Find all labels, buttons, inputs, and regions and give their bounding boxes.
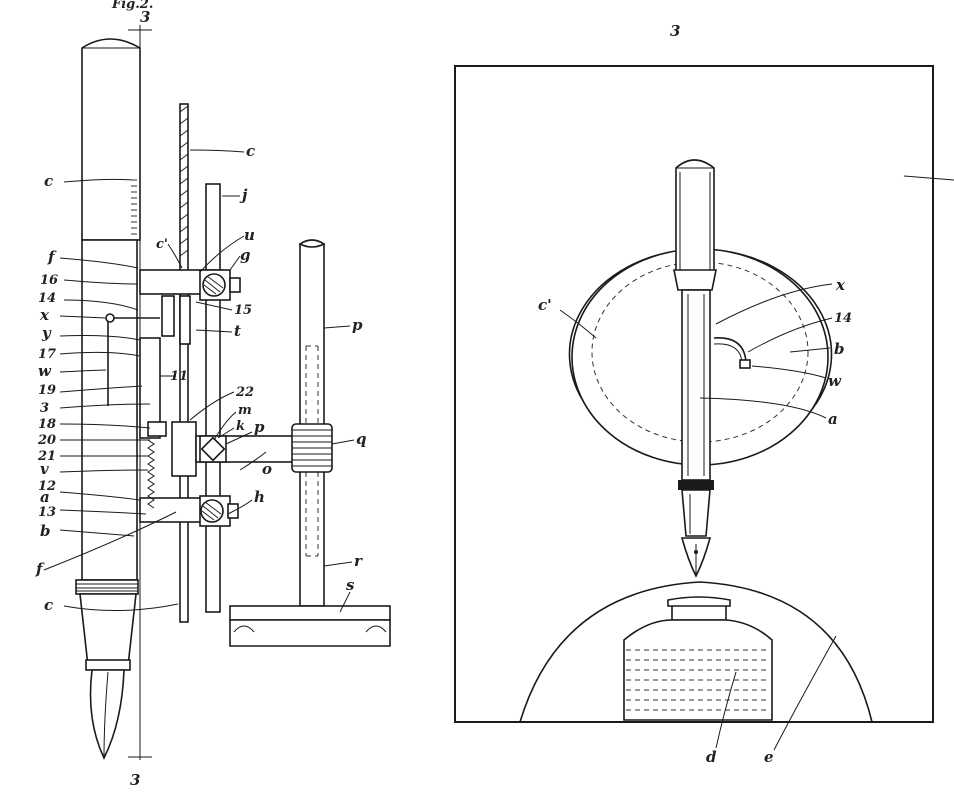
label-15: 15	[234, 303, 252, 318]
label-u: u	[244, 226, 255, 244]
right-leader-lines	[559, 283, 837, 751]
left-figure: Fig.2. 3 3	[35, 0, 391, 789]
label-18: 18	[38, 417, 56, 432]
top-mark: 3	[670, 22, 680, 40]
pen-barrel	[81, 239, 138, 581]
pen-front-barrel	[681, 289, 711, 481]
label-q: q	[356, 430, 367, 448]
right-label-e: e	[764, 748, 774, 766]
label-x: x	[39, 306, 50, 324]
pen-front	[673, 159, 717, 578]
right-label-14: 14	[834, 311, 852, 326]
collar-q	[291, 423, 333, 473]
ink-level-lines	[626, 649, 770, 711]
label-f-top: f	[47, 248, 57, 266]
right-label-d: d	[706, 748, 717, 766]
pen-front-ring	[678, 480, 714, 490]
right-label-c-prime: c'	[538, 296, 552, 314]
label-c-prime: c'	[156, 237, 168, 252]
label-a: a	[40, 488, 50, 506]
dome-e	[519, 581, 873, 723]
pin-x	[105, 313, 115, 323]
base-s	[229, 605, 391, 647]
stand	[229, 239, 391, 647]
label-v: v	[40, 460, 49, 478]
label-h: h	[254, 488, 265, 506]
label-k: k	[236, 419, 245, 434]
label-c-top: c	[246, 142, 255, 160]
right-label-a: a	[828, 410, 838, 428]
right-label-b: b	[834, 340, 845, 358]
section-mark-bottom: 3	[130, 771, 140, 789]
label-21: 21	[37, 449, 56, 464]
label-j: j	[239, 186, 248, 204]
label-p-mid: p	[254, 418, 265, 436]
right-figure: 3	[454, 22, 954, 766]
right-label-w: w	[828, 372, 842, 390]
label-b: b	[40, 522, 51, 540]
pen-section	[79, 593, 137, 667]
label-w: w	[38, 362, 52, 380]
label-20: 20	[37, 433, 56, 448]
pen-body	[75, 38, 141, 760]
label-t: t	[234, 322, 241, 340]
label-m: m	[238, 403, 252, 418]
pen-cap	[81, 38, 141, 241]
label-c-bottom: c	[44, 596, 53, 614]
lever-15	[161, 295, 175, 337]
right-label-x: x	[835, 276, 846, 294]
block-22	[171, 421, 197, 477]
spring-housing	[139, 337, 161, 439]
left-leader-lines	[43, 149, 355, 613]
pen-ring	[75, 579, 139, 595]
fig-label: Fig.2.	[111, 0, 153, 12]
label-y: y	[41, 324, 52, 342]
pen-front-cap	[675, 159, 715, 281]
label-14: 14	[38, 291, 56, 306]
label-c-left: c	[44, 172, 53, 190]
spring	[147, 439, 155, 509]
label-3: 3	[40, 401, 49, 416]
rod-c	[179, 103, 189, 623]
label-12: 12	[38, 479, 56, 494]
label-p-top: p	[352, 316, 363, 334]
section-mark-top: 3	[140, 8, 150, 26]
pen-collar	[85, 659, 131, 671]
edge-tick	[903, 175, 954, 181]
label-r: r	[354, 552, 363, 570]
label-19: 19	[38, 383, 56, 398]
label-g: g	[240, 246, 251, 264]
label-o: o	[262, 460, 272, 478]
label-s: s	[346, 576, 355, 594]
ink-bottle	[519, 581, 873, 723]
label-16: 16	[40, 273, 58, 288]
clip-arm-14	[713, 337, 747, 363]
label-22: 22	[235, 385, 254, 400]
label-11: 11	[170, 369, 188, 384]
label-13: 13	[38, 505, 56, 520]
rod-j	[205, 183, 221, 613]
label-17: 17	[38, 347, 56, 362]
label-f-bottom: f	[35, 560, 45, 578]
